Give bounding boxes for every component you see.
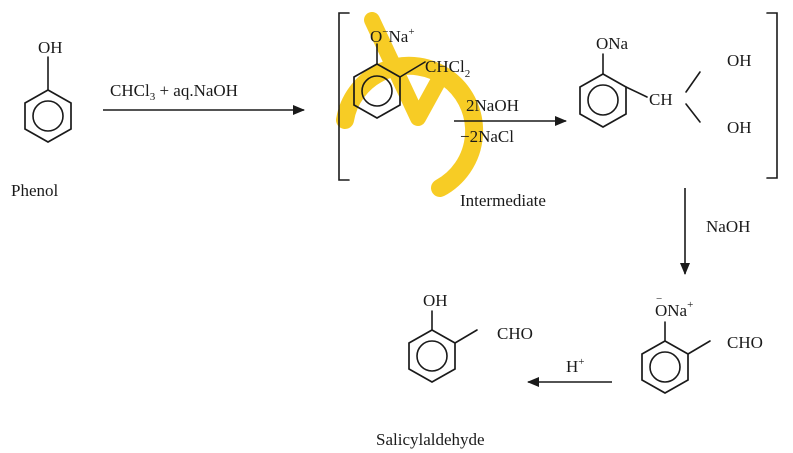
step2-reagent-top: 2NaOH	[466, 96, 519, 115]
dichloromethyl-phenoxide-structure: O−Na+ CHCl2	[353, 26, 470, 119]
oh-bottom-label: OH	[727, 118, 752, 137]
phenoxide-aldehyde-structure: − ONa+ CHO	[641, 293, 763, 394]
phenoxide-minus-charge: −	[656, 293, 662, 305]
phenoxide-o-label: O−Na+	[370, 26, 415, 46]
ona-label: ONa	[596, 34, 629, 53]
benzene-ring	[24, 89, 72, 143]
benzene-ring	[579, 73, 627, 128]
chcl2-label: CHCl2	[425, 57, 470, 80]
intermediate-caption: Intermediate	[460, 191, 546, 210]
product-oh-label: OH	[423, 291, 448, 310]
phenoxide-cho-label: CHO	[727, 333, 763, 352]
ch-label: CH	[649, 90, 673, 109]
step4-reagent: H+	[566, 356, 585, 376]
phenoxide-ona-label: ONa+	[655, 299, 693, 320]
watermark-logo	[336, 12, 484, 197]
benzene-ring	[641, 340, 689, 394]
benzene-ring	[408, 329, 456, 383]
step1-reagent: CHCl3 + aq.NaOH	[110, 81, 238, 103]
left-bracket	[338, 12, 350, 181]
step3-reagent: NaOH	[706, 217, 750, 236]
product-cho-label: CHO	[497, 324, 533, 343]
phenol-structure: OH	[24, 38, 72, 143]
gem-diol-intermediate-structure: ONa CH OH OH	[579, 34, 752, 137]
step2-reagent-bottom: −2NaCl	[460, 127, 514, 146]
right-bracket	[766, 12, 778, 179]
oh-top-label: OH	[727, 51, 752, 70]
phenol-name: Phenol	[11, 181, 59, 200]
phenol-oh-label: OH	[38, 38, 63, 57]
salicylaldehyde-structure: OH CHO	[408, 291, 533, 383]
product-name: Salicylaldehyde	[376, 430, 485, 449]
